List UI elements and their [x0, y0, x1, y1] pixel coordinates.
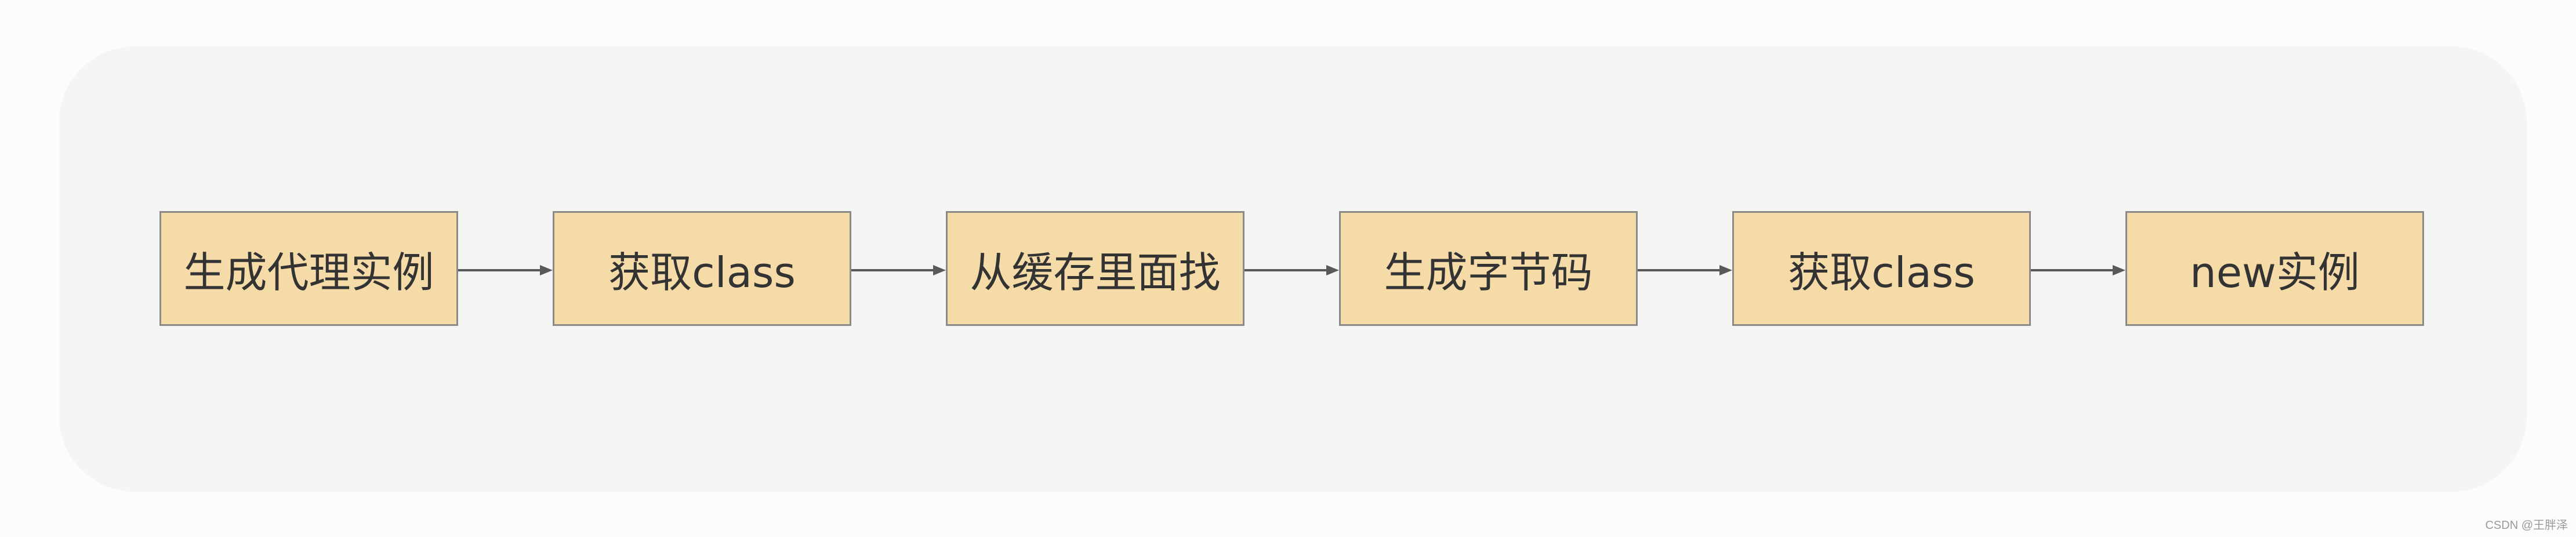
arrow-right-icon	[851, 265, 946, 275]
arrow-5	[2031, 264, 2125, 277]
step-generate-proxy-instance: 生成代理实例	[159, 211, 458, 326]
watermark-text: CSDN @王胖泽	[2485, 519, 2568, 532]
step-generate-bytecode: 生成字节码	[1339, 211, 1638, 326]
arrow-right-icon	[2031, 265, 2125, 275]
step-label: 从缓存里面找	[970, 248, 1221, 297]
step-label: 生成代理实例	[183, 248, 434, 297]
arrow-4	[1638, 264, 1732, 277]
arrow-3	[1245, 264, 1339, 277]
arrow-1	[458, 264, 553, 277]
step-label: new实例	[2190, 248, 2360, 297]
arrow-right-icon	[1245, 265, 1339, 275]
step-get-class-2: 获取class	[1732, 211, 2031, 326]
step-label: 获取class	[608, 248, 796, 297]
arrow-right-icon	[1638, 265, 1732, 275]
step-label: 获取class	[1788, 248, 1975, 297]
arrow-2	[851, 264, 946, 277]
step-label: 生成字节码	[1384, 248, 1593, 297]
step-get-class-1: 获取class	[553, 211, 851, 326]
step-find-in-cache: 从缓存里面找	[946, 211, 1245, 326]
arrow-right-icon	[458, 265, 553, 275]
step-new-instance: new实例	[2125, 211, 2424, 326]
